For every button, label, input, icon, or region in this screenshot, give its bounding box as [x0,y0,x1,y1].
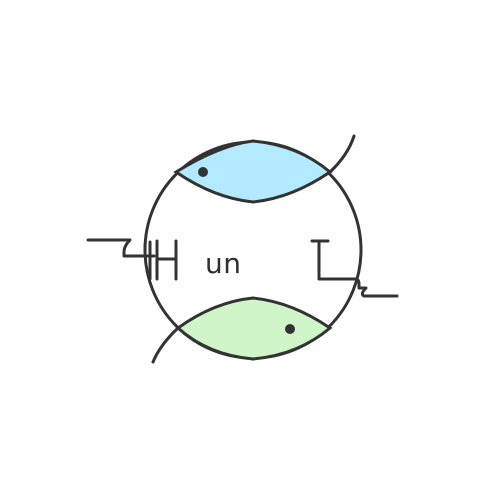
left-ornament-icon [86,238,178,281]
bottom-fish-icon [151,296,333,364]
top-fish-icon [173,134,356,204]
right-ornament-icon [310,239,399,298]
logo-center-text: un [205,247,242,280]
